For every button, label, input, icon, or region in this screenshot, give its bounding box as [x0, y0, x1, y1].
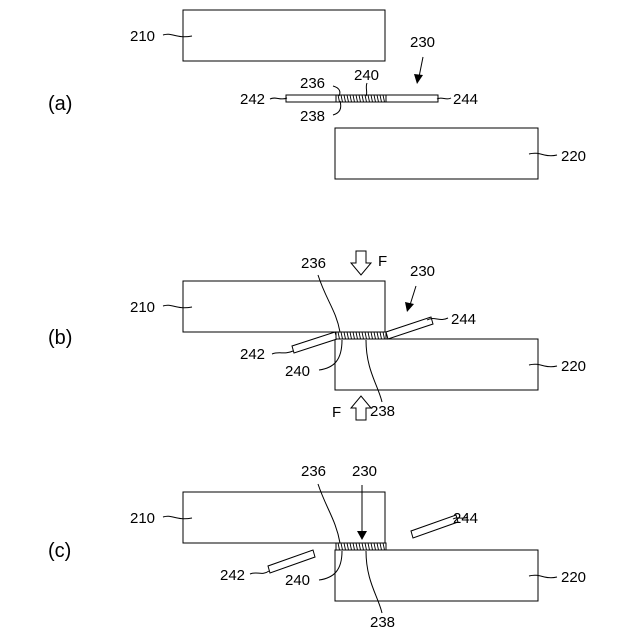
strip-end-244: [411, 515, 458, 538]
label-220: 220: [561, 569, 586, 586]
panel-c-label: (c): [48, 540, 71, 562]
label-238: 238: [370, 614, 395, 631]
leader-242: [250, 571, 269, 574]
label-242: 242: [240, 91, 265, 108]
panel-a: (a) 210 220 230 236 240 238 242 244: [48, 10, 586, 179]
label-210: 210: [130, 28, 155, 45]
label-240: 240: [354, 67, 379, 84]
arrow-230: [405, 302, 414, 312]
label-244: 244: [451, 311, 476, 328]
label-242: 242: [240, 346, 265, 363]
label-240: 240: [285, 363, 310, 380]
upper-member-210: [183, 492, 385, 543]
label-236: 236: [301, 255, 326, 272]
leader-230: [419, 57, 423, 77]
label-220: 220: [561, 358, 586, 375]
label-242: 242: [220, 567, 245, 584]
leader-244: [437, 98, 451, 99]
strip-end-242: [268, 550, 315, 573]
label-244: 244: [453, 91, 478, 108]
label-210: 210: [130, 299, 155, 316]
force-arrow-top: [351, 251, 371, 275]
panel-a-label: (a): [48, 93, 72, 115]
label-240: 240: [285, 572, 310, 589]
lower-member-220: [335, 339, 538, 390]
arrow-230: [414, 74, 423, 84]
label-force-top: F: [378, 253, 387, 270]
label-236: 236: [300, 75, 325, 92]
label-230: 230: [410, 263, 435, 280]
lower-member-220: [335, 550, 538, 601]
strip-end-244: [386, 317, 433, 339]
label-230: 230: [410, 34, 435, 51]
leader-240: [366, 83, 367, 96]
upper-member-210: [183, 10, 385, 61]
label-238: 238: [300, 108, 325, 125]
label-230: 230: [352, 463, 377, 480]
label-236: 236: [301, 463, 326, 480]
strip-end-242: [292, 332, 337, 353]
force-arrow-bottom: [351, 396, 371, 420]
panel-c: (c) 210 220 230 236 244 242 240 238: [48, 463, 586, 631]
panel-b: (b) 210 220 F F 230 236 244 242 240: [48, 251, 586, 421]
leader-238: [333, 101, 341, 115]
label-210: 210: [130, 510, 155, 527]
panel-b-label: (b): [48, 327, 72, 349]
label-force-bottom: F: [332, 404, 341, 421]
lower-member-220: [335, 128, 538, 179]
upper-member-210: [183, 281, 385, 332]
leader-230: [410, 286, 416, 305]
label-244: 244: [453, 510, 478, 527]
leader-242: [270, 98, 287, 99]
leader-242: [272, 351, 293, 354]
label-238: 238: [370, 403, 395, 420]
label-220: 220: [561, 148, 586, 165]
